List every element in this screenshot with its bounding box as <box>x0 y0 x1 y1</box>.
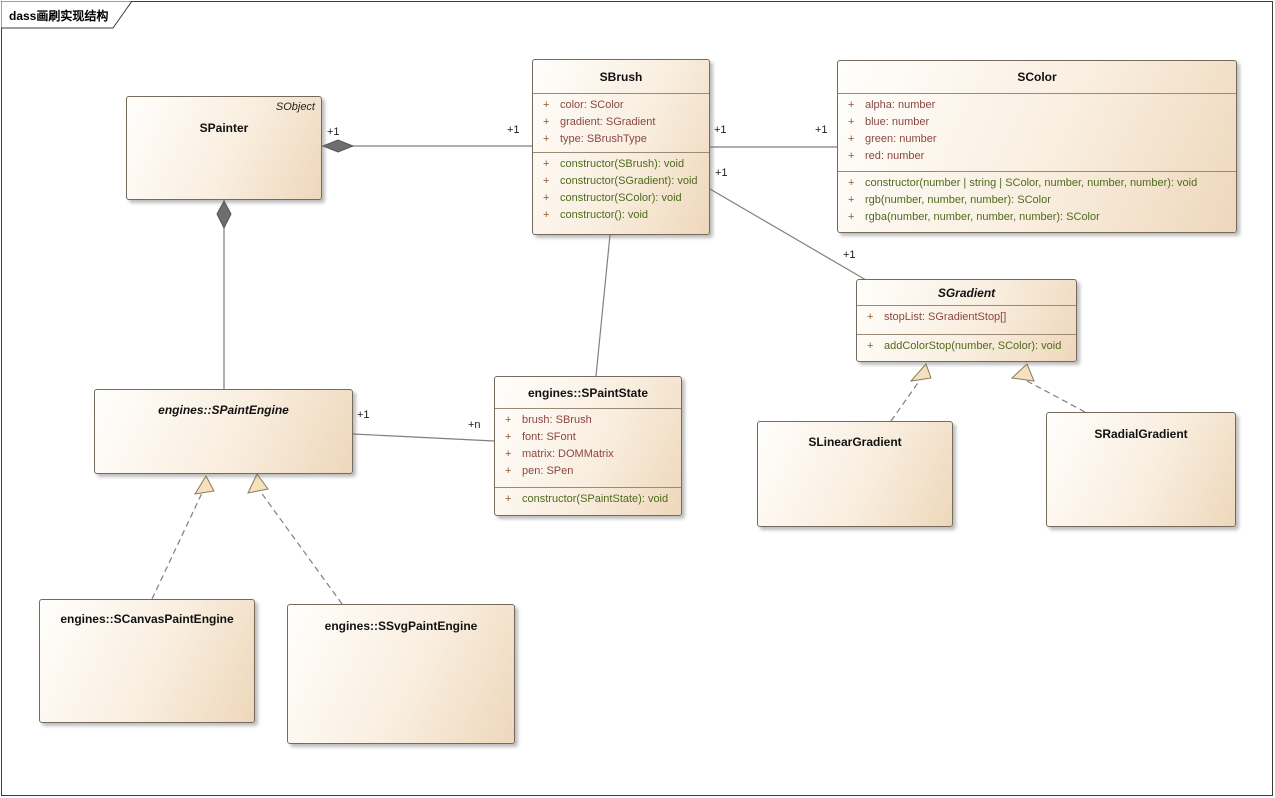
class-title: SLinearGradient <box>808 435 902 449</box>
composition-diamond-icon <box>216 199 232 230</box>
diagram-frame-tab: dass画刷实现结构 <box>0 0 141 29</box>
method: +rgb(number, number, number): SColor <box>848 194 1051 206</box>
multiplicity-label: +n <box>468 419 481 431</box>
class-title: engines::SPaintState <box>527 385 649 400</box>
class-title: SGradient <box>937 285 996 300</box>
method: +constructor(): void <box>543 209 649 221</box>
multiplicity-label: +1 <box>815 124 828 136</box>
connector-canvasengine-engine <box>151 492 203 600</box>
attribute: +stopList: SGradientStop[] <box>867 311 1007 323</box>
attribute: +brush: SBrush <box>505 414 592 426</box>
connector-brush-gradient <box>709 188 867 281</box>
method: +addColorStop(number, SColor): void <box>867 340 1062 352</box>
class-spaintstate[interactable]: engines::SPaintState +brush: SBrush +fon… <box>494 376 682 516</box>
class-scolor[interactable]: SColor +alpha: number +blue: number +gre… <box>837 60 1237 233</box>
attribute: +alpha: number <box>848 99 936 111</box>
attributes-compartment: +brush: SBrush +font: SFont +matrix: DOM… <box>495 409 681 488</box>
attribute: +green: number <box>848 133 937 145</box>
connector-brush-state <box>595 234 611 377</box>
generalization-arrow-icon <box>194 474 215 495</box>
class-spaintengine[interactable]: engines::SPaintEngine <box>94 389 353 474</box>
class-title: engines::SCanvasPaintEngine <box>60 612 234 626</box>
class-sgradient[interactable]: SGradient +stopList: SGradientStop[] +ad… <box>856 279 1077 362</box>
class-title: SRadialGradient <box>1094 427 1188 441</box>
multiplicity-label: +1 <box>843 249 856 261</box>
methods-compartment: +addColorStop(number, SColor): void <box>857 335 1076 355</box>
class-ssvgpaintengine[interactable]: engines::SSvgPaintEngine <box>287 604 515 744</box>
attribute: +red: number <box>848 150 925 162</box>
connector-engine-state <box>352 433 495 442</box>
class-title: SColor <box>1017 70 1057 84</box>
connector-radialgradient-gradient <box>1026 380 1086 413</box>
frame-tab-shape <box>0 0 133 29</box>
method: +rgba(number, number, number, number): S… <box>848 211 1100 223</box>
multiplicity-label: +1 <box>507 124 520 136</box>
attribute: +pen: SPen <box>505 465 574 477</box>
diagram-title: dass画刷实现结构 <box>9 9 109 23</box>
attribute: +matrix: DOMMatrix <box>505 448 614 460</box>
multiplicity-label: +1 <box>715 167 728 179</box>
multiplicity-label: +1 <box>714 124 727 136</box>
attribute: +font: SFont <box>505 431 576 443</box>
composition-diamond-icon <box>321 139 355 153</box>
attribute: +blue: number <box>848 116 930 128</box>
methods-compartment: +constructor(number | string | SColor, n… <box>838 172 1236 226</box>
method: +constructor(SPaintState): void <box>505 493 669 505</box>
generalization-arrow-icon <box>247 473 269 494</box>
multiplicity-label: +1 <box>357 409 370 421</box>
method: +constructor(SGradient): void <box>543 175 698 187</box>
multiplicity-label: +1 <box>327 126 340 138</box>
class-scanvaspaintengine[interactable]: engines::SCanvasPaintEngine <box>39 599 255 723</box>
attribute: +type: SBrushType <box>543 133 647 145</box>
attribute: +gradient: SGradient <box>543 116 656 128</box>
class-title: engines::SSvgPaintEngine <box>324 619 478 633</box>
attributes-compartment: +alpha: number +blue: number +green: num… <box>838 94 1236 172</box>
connector-lineargradient-gradient <box>890 379 921 422</box>
class-spainter[interactable]: SObject SPainter <box>126 96 322 200</box>
attributes-compartment: +stopList: SGradientStop[] <box>857 306 1076 335</box>
connector-svgengine-engine <box>259 490 343 605</box>
class-sradialgradient[interactable]: SRadialGradient <box>1046 412 1236 527</box>
method: +constructor(SColor): void <box>543 192 682 204</box>
class-sbrush[interactable]: SBrush +color: SColor +gradient: SGradie… <box>532 59 710 235</box>
generalization-arrow-icon <box>909 363 932 382</box>
stereotype-label: SObject <box>275 101 315 113</box>
attributes-compartment: +color: SColor +gradient: SGradient +typ… <box>533 94 709 153</box>
methods-compartment: +constructor(SPaintState): void <box>495 488 681 508</box>
class-title: engines::SPaintEngine <box>158 403 289 417</box>
attribute: +color: SColor <box>543 99 624 111</box>
class-title: SPainter <box>199 121 249 135</box>
methods-compartment: +constructor(SBrush): void +constructor(… <box>533 153 709 224</box>
class-title: SBrush <box>599 69 643 84</box>
method: +constructor(SBrush): void <box>543 158 685 170</box>
class-slineargradient[interactable]: SLinearGradient <box>757 421 953 527</box>
generalization-arrow-icon <box>1010 363 1035 382</box>
method: +constructor(number | string | SColor, n… <box>848 177 1198 189</box>
